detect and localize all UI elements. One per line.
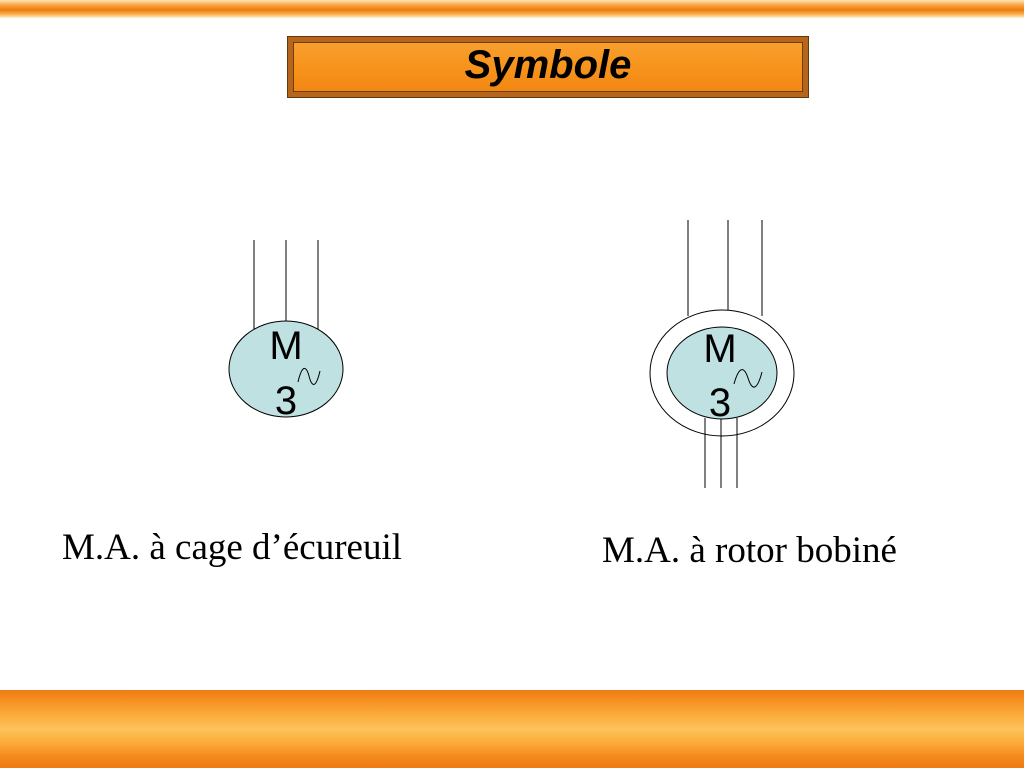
bottom-decorative-band bbox=[0, 690, 1024, 768]
motor1-letter: M bbox=[269, 324, 302, 368]
caption-squirrel-cage: M.A. à cage d’écureuil bbox=[62, 527, 403, 568]
motor-symbols-diagram: M 3 M 3 bbox=[228, 220, 795, 488]
page-title: Symbole bbox=[464, 43, 632, 87]
motor2-body bbox=[666, 326, 778, 420]
title-frame: Symbole bbox=[287, 36, 809, 98]
motor2-phase-count: 3 bbox=[709, 381, 731, 425]
caption-wound-rotor: M.A. à rotor bobiné bbox=[602, 530, 897, 571]
motor1-ac-symbol-icon bbox=[297, 368, 321, 385]
squirrel-cage-motor-symbol: M 3 bbox=[228, 240, 344, 423]
motor2-letter: M bbox=[703, 327, 736, 371]
motor2-ac-symbol-icon bbox=[733, 369, 763, 388]
wound-rotor-motor-symbol: M 3 bbox=[649, 220, 795, 488]
top-decorative-band bbox=[0, 0, 1024, 18]
motor1-phase-count: 3 bbox=[275, 379, 297, 423]
title-panel: Symbole bbox=[293, 42, 803, 92]
motor1-body bbox=[228, 320, 344, 418]
